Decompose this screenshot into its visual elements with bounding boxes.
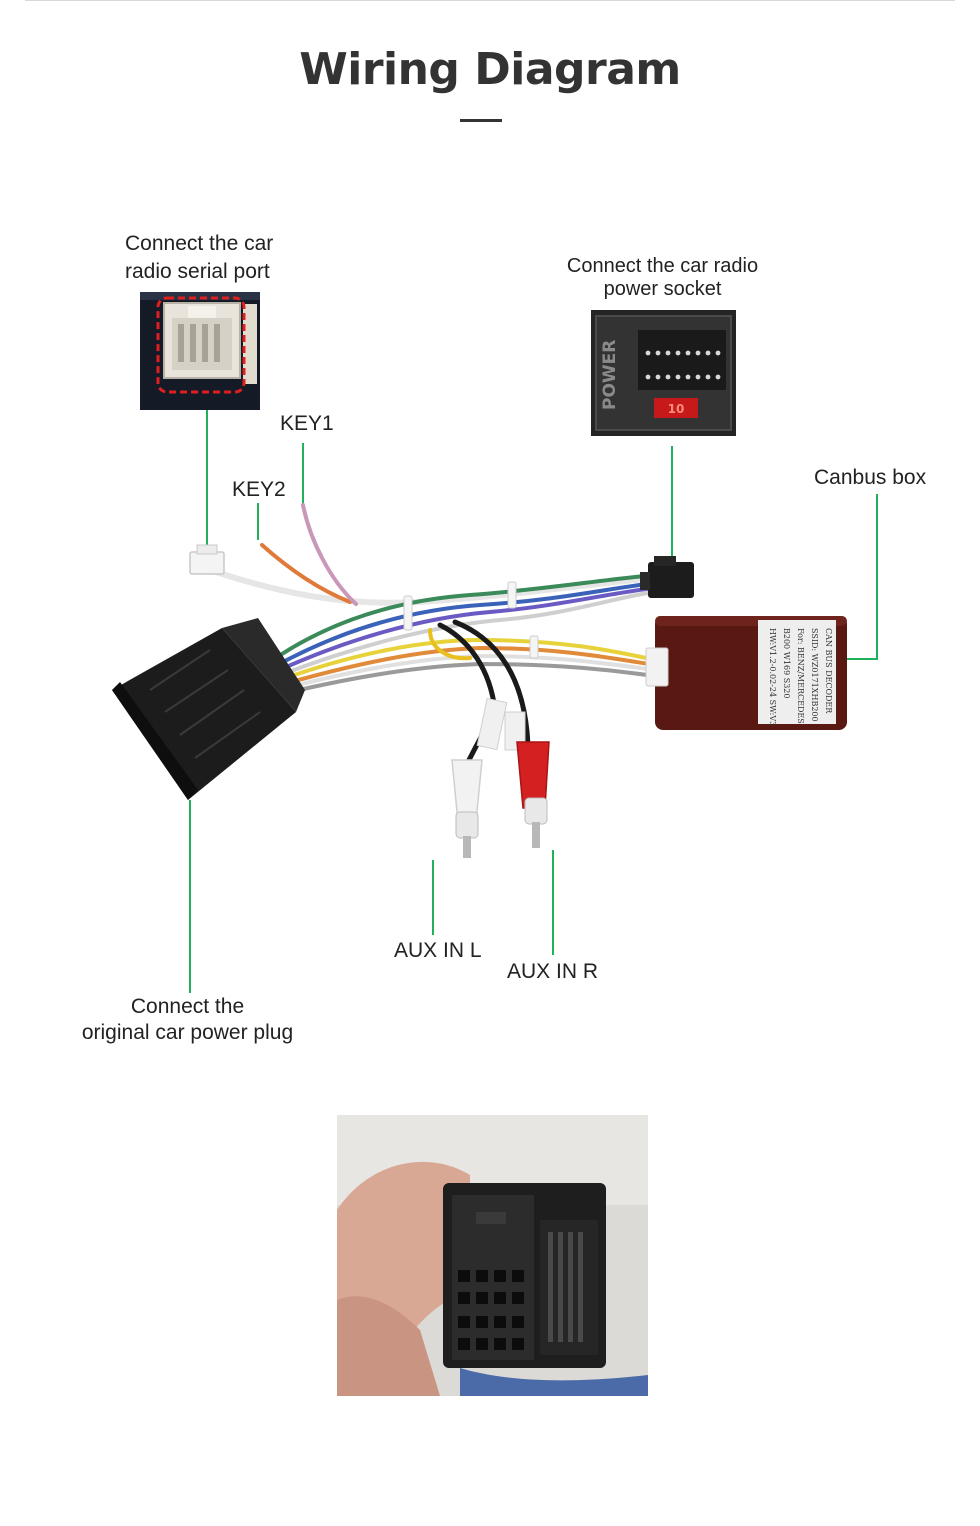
canbus-decoder-box: CAN BUS DECODER SSID: WZ0171XHB200 For: … [645,616,847,730]
power-socket-label: Connect the car radio power socket [540,255,785,301]
socket-pins [645,350,721,380]
wire-harness [207,503,658,778]
serial-port-label-line2: radio serial port [125,260,270,283]
top-divider [25,0,955,1]
power-socket-plug [640,556,694,598]
power-socket-photo: POWER 10 [591,310,736,436]
page-title: Wiring Diagram [299,44,681,95]
title-underline [460,119,502,122]
serial-port-plug [189,544,225,575]
fuse-print: 10 [668,402,685,416]
original-power-plug-label-line1: Connect the [130,995,245,1018]
canbus-callout [842,494,878,660]
aux-in-r-plug [504,711,550,848]
original-power-plug-label-line2: original car power plug [81,1021,294,1044]
serial-port-photo [140,292,260,410]
aux-in-l-plug [451,697,508,858]
connector-close-up-photo [337,1115,648,1396]
key2-label: KEY2 [232,478,286,501]
decoder-print-line5: HW:V1.2-0.02-24 SW:V3 [768,628,777,726]
canbus-box-label: Canbus box [814,466,927,489]
decoder-label-print: CAN BUS DECODER SSID: WZ0171XHB200 For: … [768,628,833,726]
callout-lines [189,410,878,993]
serial-port-label: Connect the car radio serial port [125,230,273,286]
decoder-print-line3: For: BENZ/MERCEDES [796,628,805,724]
key1-label: KEY1 [280,412,334,435]
decoder-print-line4: B200 W169 S320 [782,628,791,698]
power-socket-label-line2: power socket [603,278,722,300]
fuse-icon [654,398,698,418]
original-power-plug [112,618,305,800]
decoder-print-line2: SSID: WZ0171XHB200 [810,628,819,722]
original-power-plug-label: Connect the original car power plug [60,994,315,1046]
power-print: POWER [600,340,620,410]
decoder-print-line1: CAN BUS DECODER [824,628,833,714]
aux-in-l-label: AUX IN L [394,939,482,962]
aux-in-r-label: AUX IN R [507,960,599,983]
cable-ties [403,581,539,659]
power-socket-label-line1: Connect the car radio [566,255,759,277]
serial-port-label-line1: Connect the car [125,232,274,255]
